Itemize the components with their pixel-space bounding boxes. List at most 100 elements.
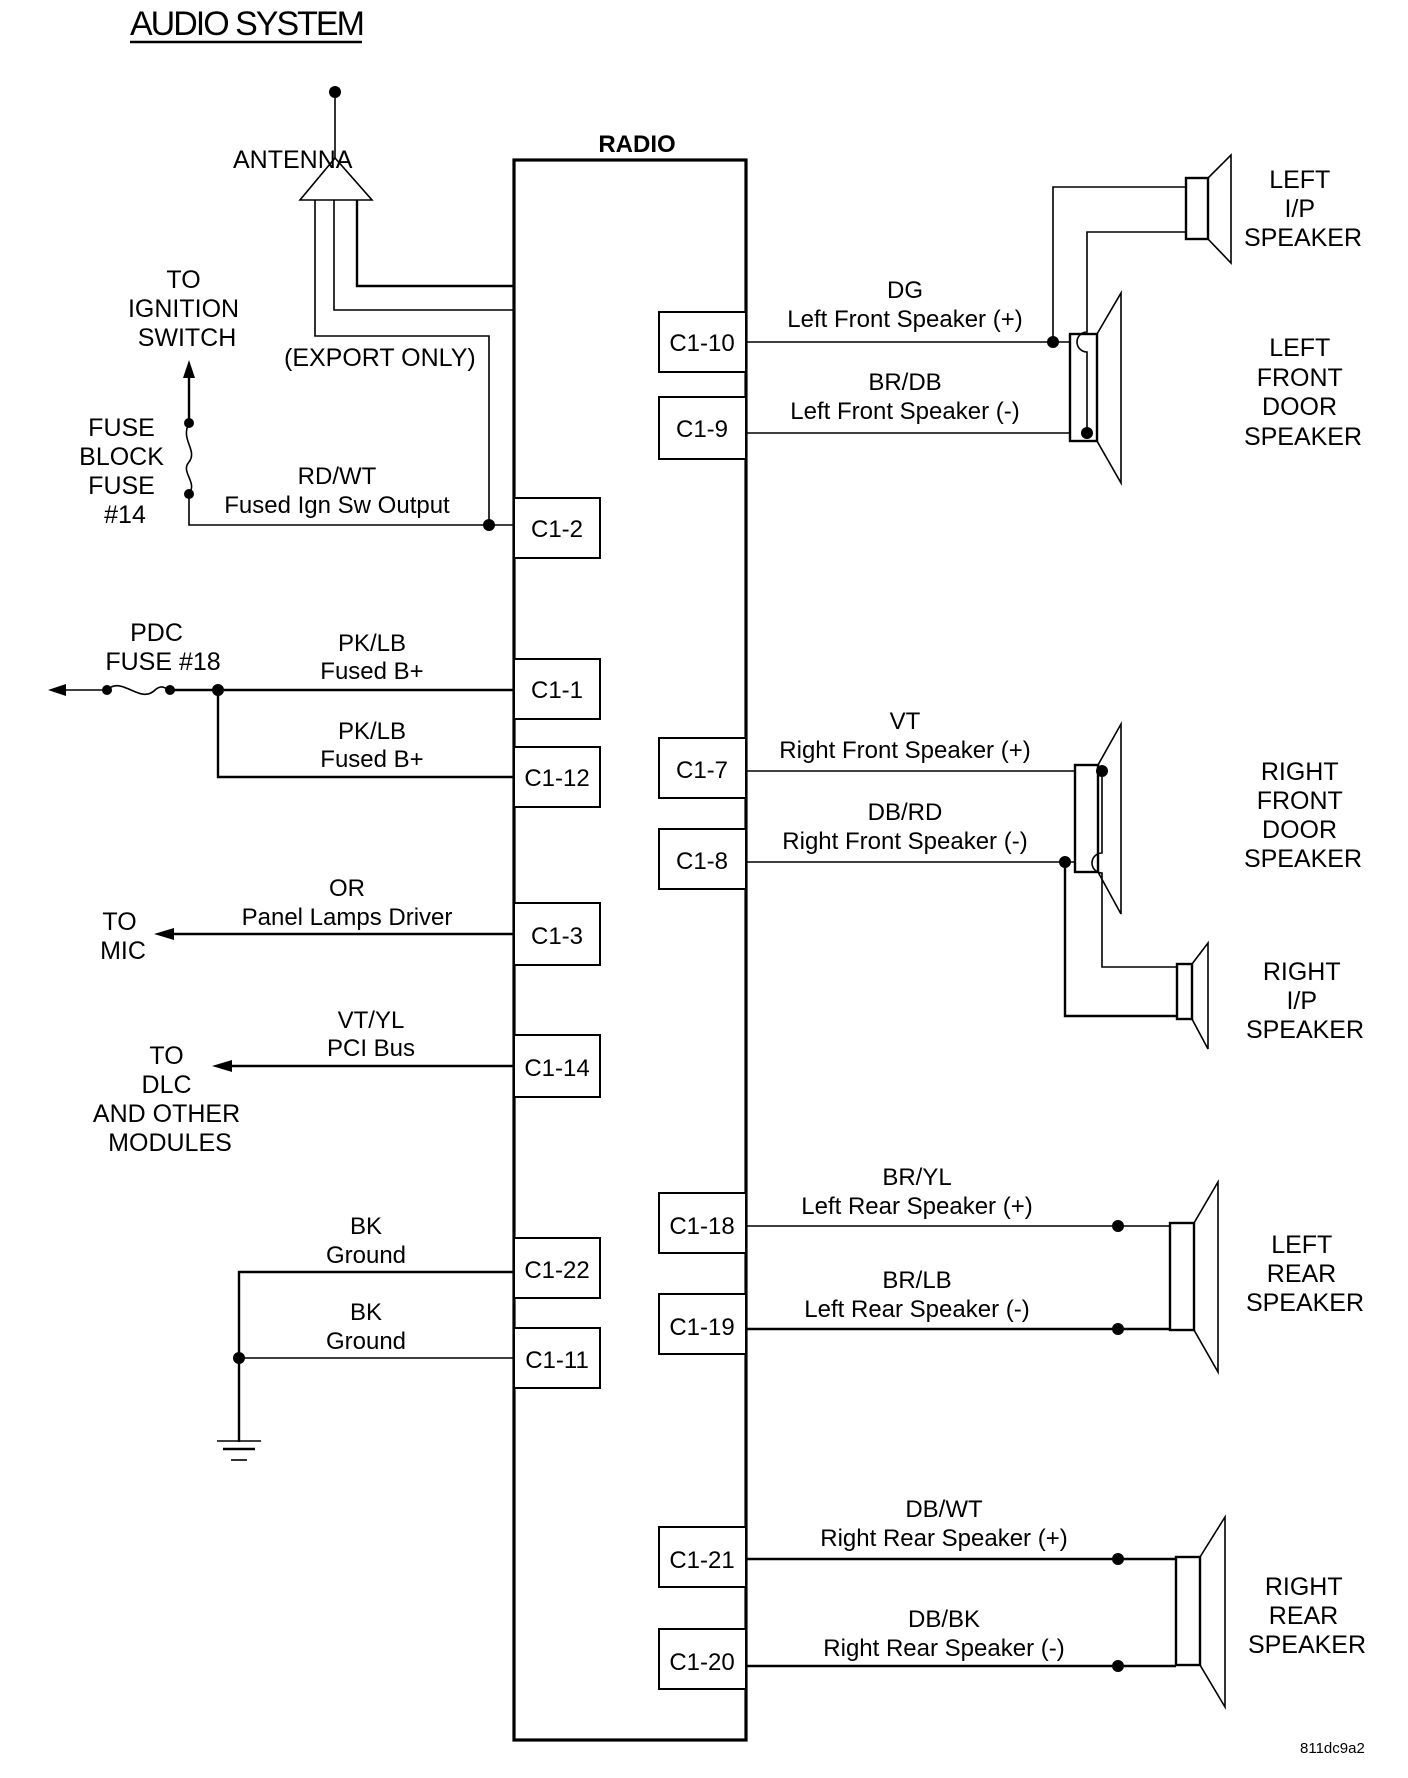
wire-color-db-bk: DB/BK [908, 1606, 980, 1633]
wire-color-db-wt: DB/WT [905, 1496, 983, 1523]
left-front-door-speaker-icon [1068, 290, 1122, 487]
connector-c1-2-label: C1-2 [531, 516, 583, 543]
wire-function-lr-plus: Left Rear Speaker (+) [801, 1193, 1032, 1220]
left-ip-speaker-label: LEFT I/P SPEAKER [1244, 166, 1362, 252]
right-front-door-speaker-icon [1073, 720, 1122, 915]
connector-c1-1-label: C1-1 [531, 677, 583, 704]
wire-function-rr-plus: Right Rear Speaker (+) [820, 1525, 1067, 1552]
export-only-note: (EXPORT ONLY) [284, 344, 476, 372]
radio-label: RADIO [598, 131, 675, 158]
antenna-icon [298, 156, 374, 201]
pdc-fuse-label: PDC FUSE #18 [105, 619, 220, 676]
ground-icon [217, 1440, 261, 1461]
connector-c1-8-label: C1-8 [676, 848, 728, 875]
connector-c1-3-label: C1-3 [531, 923, 583, 950]
wire-function-ground-1: Ground [326, 1242, 406, 1269]
fuse-block-label: FUSE BLOCK FUSE #14 [79, 414, 171, 529]
connector-c1-21 [658, 1526, 747, 1588]
fuse-18-icon [106, 684, 171, 696]
wire-color-vt: VT [890, 708, 921, 735]
wire-color-vt-yl: VT/YL [338, 1007, 405, 1034]
wire-function-ground-2: Ground [326, 1328, 406, 1355]
pci-bus-circuit: TO DLC AND OTHER MODULES VT/YL PCI Bus C… [93, 1007, 601, 1157]
connector-c1-9 [658, 396, 747, 460]
wire-function-lr-minus: Left Rear Speaker (-) [804, 1296, 1029, 1323]
connector-c1-8 [658, 828, 747, 890]
connector-c1-14-label: C1-14 [524, 1055, 589, 1082]
wire-function-rf-plus: Right Front Speaker (+) [779, 737, 1030, 764]
right-rear-circuit: C1-21 C1-20 DB/WT Right Rear Speaker (+)… [658, 1496, 1366, 1710]
wire-color-br-db: BR/DB [868, 369, 941, 396]
right-rear-speaker-label: RIGHT REAR SPEAKER [1248, 1573, 1366, 1659]
wire-function-fused-b-2: Fused B+ [320, 746, 423, 773]
diagram-title: AUDIO SYSTEM [130, 5, 365, 44]
wire-function-panel-lamps: Panel Lamps Driver [242, 904, 453, 931]
left-front-door-speaker-label: LEFT FRONT DOOR SPEAKER [1244, 334, 1362, 451]
wire-color-dg: DG [887, 277, 923, 304]
left-front-circuit: C1-10 C1-9 DG Left Front Speaker (+) BR/… [658, 153, 1362, 487]
wire-color-bk-1: BK [350, 1213, 382, 1240]
wire-function-ign-output: Fused Ign Sw Output [224, 492, 450, 519]
wire-color-or: OR [329, 875, 365, 902]
connector-c1-11-label: C1-11 [525, 1347, 589, 1374]
connector-c1-20 [658, 1628, 747, 1690]
left-rear-speaker-label: LEFT REAR SPEAKER [1246, 1231, 1364, 1317]
figure-code: 811dc9a2 [1300, 1740, 1365, 1757]
connector-c1-11 [513, 1327, 601, 1389]
connector-c1-10-label: C1-10 [669, 330, 734, 357]
right-front-door-speaker-label: RIGHT FRONT DOOR SPEAKER [1244, 758, 1362, 873]
title-text: AUDIO SYSTEM [130, 5, 363, 43]
right-rear-speaker-icon [1174, 1514, 1226, 1710]
connector-c1-22-label: C1-22 [524, 1257, 589, 1284]
left-rear-circuit: C1-18 C1-19 BR/YL Left Rear Speaker (+) … [658, 1164, 1364, 1376]
connector-c1-21-label: C1-21 [669, 1547, 734, 1574]
arrow-left-icon [212, 1060, 232, 1072]
connector-c1-7-label: C1-7 [676, 757, 728, 784]
wire-color-br-lb: BR/LB [882, 1267, 951, 1294]
wire-function-lf-plus: Left Front Speaker (+) [787, 306, 1022, 333]
right-ip-speaker-label: RIGHT I/P SPEAKER [1246, 958, 1364, 1044]
right-front-circuit: C1-7 C1-8 VT Right Front Speaker (+) DB/… [658, 708, 1364, 1050]
connector-c1-2 [513, 497, 601, 559]
wire-function-lf-minus: Left Front Speaker (-) [790, 398, 1019, 425]
right-ip-speaker-icon [1175, 940, 1209, 1050]
ignition-circuit: TO IGNITION SWITCH FUSE BLOCK FUSE #14 R… [79, 266, 601, 559]
connector-c1-1 [513, 658, 601, 720]
wire-color-db-rd: DB/RD [868, 799, 943, 826]
wire-color-pk-lb-1: PK/LB [338, 630, 406, 657]
wire-function-rr-minus: Right Rear Speaker (-) [823, 1635, 1064, 1662]
wire-color-rd-wt: RD/WT [298, 463, 377, 490]
wire-color-pk-lb-2: PK/LB [338, 718, 406, 745]
arrow-up-icon [183, 360, 195, 378]
connector-c1-18 [658, 1192, 747, 1254]
wire-function-pci-bus: PCI Bus [327, 1035, 415, 1062]
antenna-label: ANTENNA [233, 146, 353, 174]
connector-c1-19 [658, 1293, 747, 1355]
ground-circuit: BK Ground BK Ground C1-22 C1-11 [217, 1213, 601, 1461]
wire-color-bk-2: BK [350, 1299, 382, 1326]
connector-c1-12 [513, 746, 601, 808]
connector-c1-12-label: C1-12 [524, 765, 589, 792]
connector-c1-19-label: C1-19 [669, 1314, 734, 1341]
ignition-switch-label: TO IGNITION SWITCH [128, 266, 246, 352]
connector-c1-14 [513, 1034, 601, 1098]
connector-c1-22 [513, 1237, 601, 1299]
connector-c1-20-label: C1-20 [669, 1649, 734, 1676]
connector-c1-18-label: C1-18 [669, 1213, 734, 1240]
left-rear-speaker-icon [1168, 1179, 1219, 1376]
connector-c1-7 [658, 737, 747, 799]
panel-lamps-circuit: TO MIC OR Panel Lamps Driver C1-3 [100, 875, 601, 966]
left-ip-speaker-icon [1086, 153, 1232, 265]
arrow-left-icon [48, 684, 66, 696]
connector-c1-9-label: C1-9 [676, 416, 728, 443]
wire-function-rf-minus: Right Front Speaker (-) [782, 828, 1027, 855]
fuse-14-icon [185, 422, 193, 495]
battery-circuit: PDC FUSE #18 PK/LB Fused B+ PK/LB Fused … [48, 619, 601, 808]
wire-function-fused-b-1: Fused B+ [320, 658, 423, 685]
antenna: ANTENNA (EXPORT ONLY) [233, 86, 514, 525]
arrow-left-icon [154, 928, 174, 940]
connector-c1-3 [513, 902, 601, 966]
to-mic-label: TO MIC [100, 908, 146, 965]
to-dlc-label: TO DLC AND OTHER MODULES [93, 1042, 247, 1157]
